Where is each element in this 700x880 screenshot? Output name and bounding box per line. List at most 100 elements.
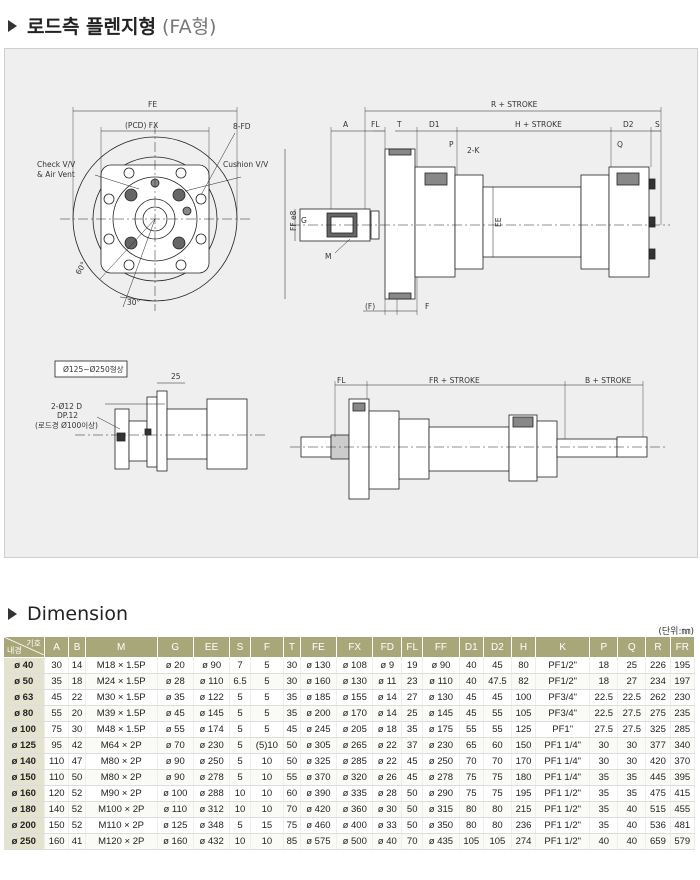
table-cell: PF1 1/4"	[535, 737, 591, 754]
table-cell: ø 432	[193, 833, 231, 850]
drawing-label: A	[343, 120, 349, 129]
column-header: P	[589, 636, 619, 658]
table-cell: M48 × 1.5P	[85, 721, 158, 738]
table-cell: 45	[459, 705, 484, 722]
table-cell: 40	[459, 657, 484, 674]
table-cell: ø 420	[300, 801, 338, 818]
drawing-label: (PCD) FX	[125, 121, 158, 130]
table-cell: 25	[617, 657, 647, 674]
table-cell: 85	[283, 833, 301, 850]
table-cell: 180	[511, 769, 537, 786]
table-cell: 236	[511, 817, 537, 834]
drawing-label: EE	[494, 217, 503, 227]
table-cell: 420	[645, 753, 671, 770]
table-cell: 5	[250, 673, 285, 690]
table-cell: 52	[68, 817, 86, 834]
table-cell: 47	[68, 753, 86, 770]
triangle-bullet-icon	[8, 608, 17, 620]
table-cell: M18 × 1.5P	[85, 657, 158, 674]
table-cell: 455	[670, 801, 696, 818]
bore-cell: ø 180	[3, 801, 45, 818]
table-cell: ø 20	[157, 657, 194, 674]
table-cell: ø 312	[193, 801, 231, 818]
table-cell: 10	[250, 769, 285, 786]
table-cell: 22	[68, 689, 86, 706]
table-cell: 7	[229, 657, 251, 674]
table-cell: ø 245	[300, 721, 338, 738]
table-cell: 75	[459, 769, 484, 786]
double-rod-side-view	[290, 381, 665, 500]
table-cell: 5	[229, 721, 251, 738]
table-cell: ø 285	[336, 753, 374, 770]
table-cell: 5	[250, 705, 285, 722]
table-cell: 45	[401, 753, 424, 770]
table-cell: ø 18	[372, 721, 403, 738]
table-cell: 415	[670, 785, 696, 802]
table-cell: 15	[250, 817, 285, 834]
table-cell: ø 320	[336, 769, 374, 786]
triangle-bullet-icon	[8, 19, 17, 32]
drawing-label: FL	[371, 120, 380, 129]
table-cell: ø 288	[193, 785, 231, 802]
table-cell: 95	[44, 737, 70, 754]
bore-cell: ø 160	[3, 785, 45, 802]
table-cell: 60	[283, 785, 301, 802]
table-cell: 52	[68, 801, 86, 818]
column-header: FD	[372, 636, 403, 658]
column-header: K	[535, 636, 591, 658]
table-cell: ø 200	[300, 705, 338, 722]
column-header: B	[68, 636, 86, 658]
table-cell: 27.5	[589, 721, 619, 738]
table-cell: ø 110	[157, 801, 194, 818]
table-cell: PF1 1/2"	[535, 785, 591, 802]
technical-drawing: FE (PCD) FX 8-FD Check V/V & Air Vent Cu…	[4, 48, 698, 558]
drawing-label: DP.12	[57, 411, 78, 420]
table-cell: 35	[589, 769, 619, 786]
table-cell: 125	[511, 721, 537, 738]
drawing-label: FR + STROKE	[429, 376, 480, 385]
drawing-label: Ø125~Ø250형상	[63, 364, 124, 374]
table-cell: ø 28	[157, 673, 194, 690]
table-cell: ø 45	[157, 705, 194, 722]
table-cell: 35	[617, 769, 647, 786]
table-cell: 82	[511, 673, 537, 690]
table-cell: 50	[68, 769, 86, 786]
table-cell: 105	[483, 833, 512, 850]
table-cell: 262	[645, 689, 671, 706]
table-cell: 395	[670, 769, 696, 786]
table-cell: 55	[483, 721, 512, 738]
table-cell: 20	[68, 705, 86, 722]
table-cell: 70	[459, 753, 484, 770]
table-cell: 377	[645, 737, 671, 754]
table-cell: ø 11	[372, 673, 403, 690]
table-cell: ø 175	[422, 721, 460, 738]
table-cell: ø 185	[300, 689, 338, 706]
table-cell: 110	[44, 753, 70, 770]
drawing-label: FF e8	[289, 210, 298, 231]
table-cell: M64 × 2P	[85, 737, 158, 754]
drawing-label: R + STROKE	[491, 100, 538, 109]
column-header: D1	[458, 636, 484, 658]
bore-cell: ø 100	[3, 721, 45, 738]
bore-cell: ø 250	[3, 833, 45, 850]
table-cell: 30	[44, 657, 70, 674]
table-cell: 55	[459, 721, 484, 738]
table-cell: 40	[459, 673, 484, 690]
drawing-label: (F)	[365, 302, 375, 311]
table-cell: 340	[670, 737, 696, 754]
table-cell: 60	[483, 737, 512, 754]
drawing-label: 60°	[74, 260, 89, 276]
column-header: S	[229, 636, 251, 658]
drawing-label: S	[655, 120, 660, 129]
table-cell: 370	[670, 753, 696, 770]
table-cell: ø 14	[372, 689, 403, 706]
table-cell: 45	[401, 769, 424, 786]
table-cell: 150	[511, 737, 537, 754]
column-header: H	[510, 636, 537, 658]
table-cell: 195	[511, 785, 537, 802]
drawing-label: Cushion V/V	[223, 160, 269, 169]
table-cell: ø 278	[193, 769, 231, 786]
